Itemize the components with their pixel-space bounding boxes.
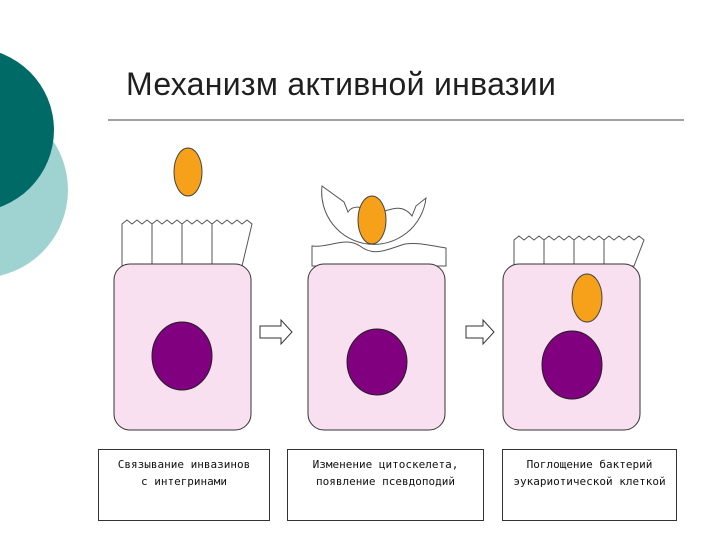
bacterium-3 [571,273,603,323]
nucleus-1 [151,321,213,391]
bacterium-2 [357,195,387,245]
bacterium-1 [173,147,203,197]
cell-surface-2 [311,241,447,267]
caption-line: появление псевдоподий [315,475,456,488]
microvilli-3 [513,235,645,267]
nucleus-3 [541,330,603,400]
stage-1 [113,147,253,431]
nucleus-2 [346,328,408,396]
caption-line: эукариотической клеткой [513,475,666,488]
step-caption-3: Поглощение бактерий эукариотической клет… [502,449,677,521]
caption-line: Поглощение бактерий [526,458,653,471]
step-caption-2: Изменение цитоскелета, появление псевдоп… [287,449,484,521]
step-caption-1: Связывание инвазинов с интегринами [98,449,270,521]
stage-2 [307,185,447,431]
caption-line: Связывание инвазинов [117,458,251,471]
caption-line: Изменение цитоскелета, [312,458,459,471]
decor-circle-dark [0,52,54,208]
arrow-right-1 [259,318,293,346]
slide-title: Механизм активной инвазии [126,66,557,102]
stage-3 [502,235,645,431]
caption-line: с интегринами [140,475,228,488]
arrow-right-2 [465,318,495,346]
microvilli-1 [121,219,253,267]
